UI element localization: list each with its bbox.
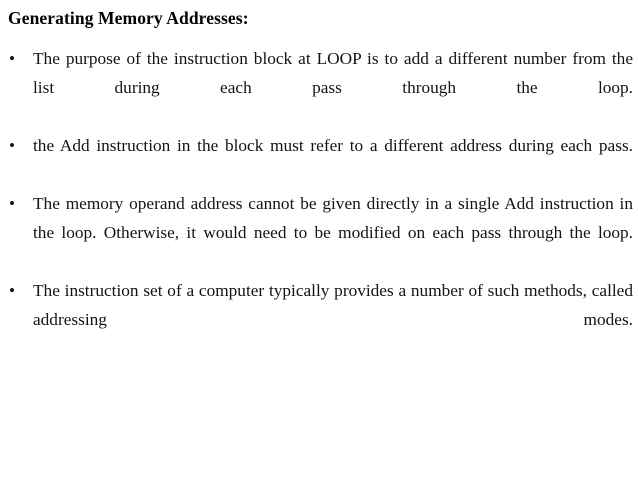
bullet-point-icon: •	[9, 194, 15, 213]
list-item-text: The purpose of the instruction block at …	[33, 49, 633, 97]
list-item: • The instruction set of a computer typi…	[0, 276, 638, 363]
bullet-point-icon: •	[9, 49, 15, 68]
list-item: • The purpose of the instruction block a…	[0, 44, 638, 131]
bullet-list: • The purpose of the instruction block a…	[0, 44, 638, 363]
list-item: • The memory operand address cannot be g…	[0, 189, 638, 276]
page-title: Generating Memory Addresses:	[8, 8, 249, 28]
list-item: • the Add instruction in the block must …	[0, 131, 638, 189]
list-item-text: the Add instruction in the block must re…	[33, 136, 633, 155]
bullet-point-icon: •	[9, 136, 15, 155]
bullet-point-icon: •	[9, 281, 15, 300]
list-item-text: The memory operand address cannot be giv…	[33, 194, 633, 242]
list-item-text: The instruction set of a computer typica…	[33, 281, 633, 329]
